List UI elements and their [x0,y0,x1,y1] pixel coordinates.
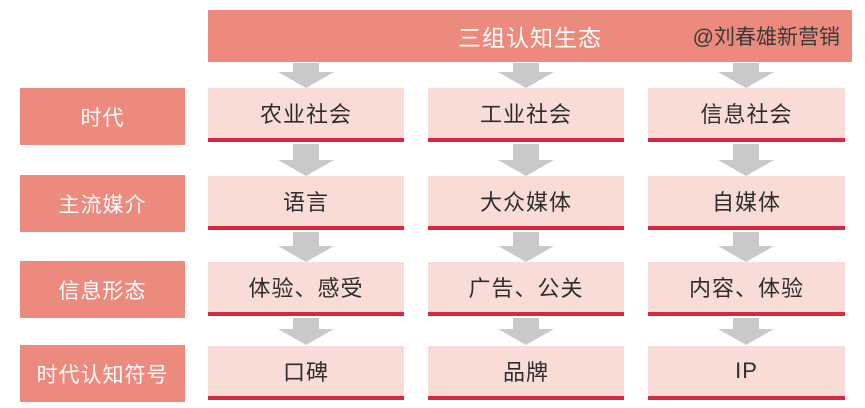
arrow-head [278,246,334,262]
row-label-mainstream-media: 主流媒介 [20,175,185,232]
arrow-head [718,160,774,176]
down-arrow-icon [718,318,774,345]
down-arrow-icon [718,63,774,88]
arrow-head [278,72,334,88]
arrow-shaft [733,63,759,72]
arrow-head [718,246,774,262]
title-banner: 三组认知生态 @刘春雄新营销 [208,10,852,62]
cell-agricultural-society: 农业社会 [208,88,404,142]
arrow-shaft [733,144,759,160]
cell-language: 语言 [208,176,404,230]
arrow-head [278,160,334,176]
row-label-era-symbol: 时代认知符号 [20,345,185,402]
down-arrow-icon [498,318,554,345]
arrow-shaft [293,232,319,246]
arrow-head [718,72,774,88]
row-label-era: 时代 [20,88,185,145]
cell-ip: IP [648,346,845,400]
arrow-shaft [733,232,759,246]
attribution-label: @刘春雄新营销 [692,26,840,49]
arrow-head [498,160,554,176]
arrow-head [498,72,554,88]
down-arrow-icon [278,318,334,345]
cell-industrial-society: 工业社会 [428,88,624,142]
arrow-shaft [513,318,539,329]
arrow-shaft [293,144,319,160]
arrow-shaft [513,63,539,72]
arrow-head [498,329,554,345]
arrow-shaft [733,318,759,329]
arrow-shaft [293,63,319,72]
down-arrow-icon [278,63,334,88]
cell-information-society: 信息社会 [648,88,845,142]
diagram-title: 三组认知生态 [458,25,602,51]
down-arrow-icon [498,144,554,176]
arrow-head [498,246,554,262]
cell-content-experience: 内容、体验 [648,262,845,316]
cell-mass-media: 大众媒体 [428,176,624,230]
down-arrow-icon [718,232,774,262]
cell-experience-feeling: 体验、感受 [208,262,404,316]
cell-self-media: 自媒体 [648,176,845,230]
arrow-shaft [293,318,319,329]
down-arrow-icon [278,144,334,176]
down-arrow-icon [278,232,334,262]
cell-advertising-pr: 广告、公关 [428,262,624,316]
cell-brand: 品牌 [428,346,624,400]
cell-word-of-mouth: 口碑 [208,346,404,400]
down-arrow-icon [718,144,774,176]
down-arrow-icon [498,63,554,88]
row-label-info-form: 信息形态 [20,261,185,318]
arrow-head [718,329,774,345]
arrow-shaft [513,232,539,246]
down-arrow-icon [498,232,554,262]
arrow-shaft [513,144,539,160]
arrow-head [278,329,334,345]
